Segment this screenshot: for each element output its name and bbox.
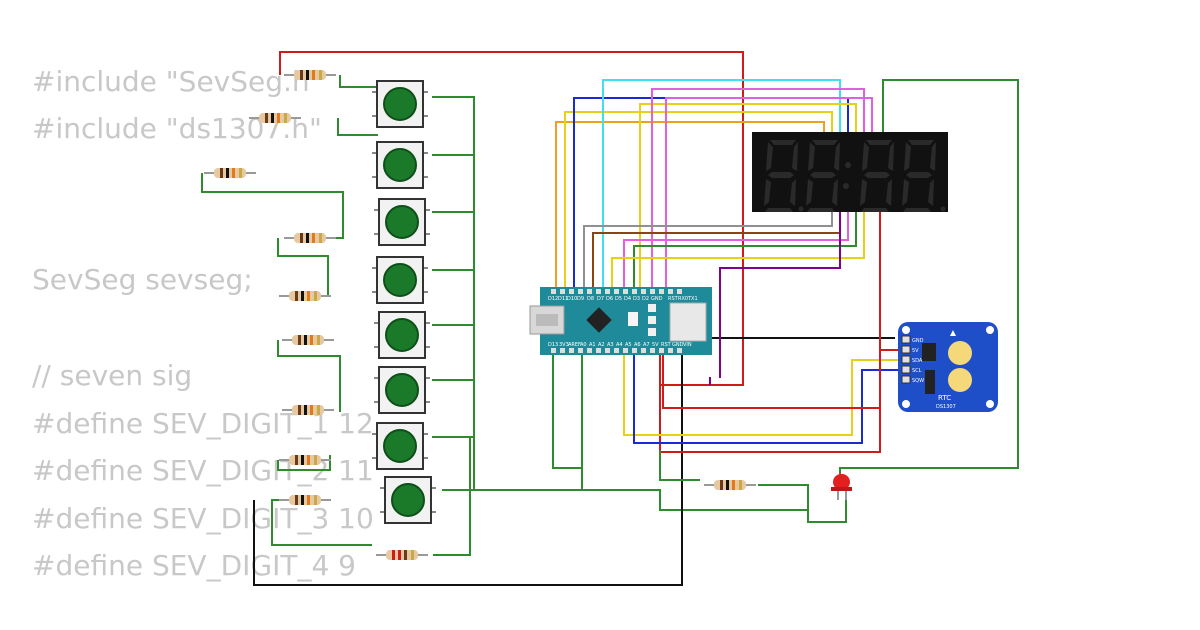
rtc-pin-label: 5V [912, 348, 919, 354]
seven-segment-display [752, 132, 948, 212]
pin-label: D13 [548, 342, 558, 348]
usb-port [536, 314, 558, 326]
led-indicator [648, 304, 656, 312]
led-rim [831, 487, 852, 491]
pin-label: RX0 [678, 296, 688, 302]
top-pin-headers [551, 289, 682, 294]
rtc-pin-label: GND [912, 338, 924, 344]
led-body [833, 474, 850, 490]
pin-label: A5 [625, 342, 632, 348]
push-button[interactable] [373, 311, 431, 359]
top-pin-labels: D12 D11 D10 D9 D8 D7 D6 D5 D4 D3 D2 GND … [548, 296, 698, 302]
pin-label: 5V [652, 342, 659, 348]
arduino-nano: D12 D11 D10 D9 D8 D7 D6 D5 D4 D3 D2 GND … [529, 287, 712, 355]
bottom-pin-headers [551, 348, 682, 353]
pin-label: A7 [643, 342, 650, 348]
push-button[interactable] [379, 476, 437, 524]
decimal-dot [940, 206, 946, 212]
pin-label: D4 [624, 296, 631, 302]
rtc-label: RTC [938, 394, 951, 402]
rtc-pin [901, 335, 911, 344]
push-buttons [371, 80, 437, 524]
push-button[interactable] [373, 366, 431, 414]
pin-label: A4 [616, 342, 623, 348]
decimal-dot [798, 206, 804, 212]
resistor [375, 549, 429, 561]
resistor [281, 404, 335, 416]
push-button[interactable] [371, 422, 429, 470]
rtc-pin-label: SDA [912, 358, 923, 364]
reset-button [628, 312, 638, 326]
pin-label: A0 [580, 342, 587, 348]
pin-label: D9 [577, 296, 584, 302]
mount-hole [902, 400, 910, 408]
logo-icon [950, 330, 956, 336]
pin-label: D10 [567, 296, 577, 302]
resistor [248, 112, 302, 124]
colon-dot [845, 162, 851, 168]
pin-label: A3 [607, 342, 614, 348]
rtc-pin [901, 365, 911, 374]
pin-label: D7 [597, 296, 604, 302]
rtc-chip [922, 343, 936, 361]
rtc-pin [901, 375, 911, 384]
pin-label: A6 [634, 342, 641, 348]
mount-hole [902, 326, 910, 334]
pin-label: RST [668, 296, 679, 302]
code-line: #define SEV_DIGIT_3 10 [32, 502, 374, 535]
pin-label: D6 [606, 296, 613, 302]
icsp-header [669, 302, 707, 342]
rtc-pin [901, 355, 911, 364]
rtc-chip-label: DS1307 [936, 404, 956, 410]
mount-hole [986, 326, 994, 334]
code-line: // seven sig [32, 359, 193, 392]
rtc-pin-label: SQW [912, 378, 924, 384]
pin-label: D5 [615, 296, 622, 302]
push-button[interactable] [371, 80, 429, 128]
pin-label: 3V3 [559, 342, 569, 348]
resistor [281, 334, 335, 346]
led-indicator [648, 316, 656, 324]
resistor [278, 290, 332, 302]
pin-label: GND [651, 296, 663, 302]
pin-label: TX1 [687, 296, 698, 302]
push-button[interactable] [371, 256, 429, 304]
mount-hole [986, 400, 994, 408]
led-indicator [648, 328, 656, 336]
red-led [831, 474, 852, 500]
battery-holder [948, 368, 972, 392]
microcontroller-chip [586, 307, 612, 333]
crystal [925, 370, 935, 394]
resistor [278, 454, 332, 466]
resistor [283, 69, 337, 81]
resistor [283, 232, 337, 244]
pin-label: GND [672, 342, 684, 348]
resistor [278, 494, 332, 506]
battery-holder [948, 341, 972, 365]
pin-label: D8 [587, 296, 594, 302]
rtc-pin [901, 345, 911, 354]
pin-label: D12 [548, 296, 558, 302]
rtc-module: GND 5V SDA SCL SQW RTC DS1307 [898, 322, 998, 412]
resistor [203, 167, 257, 179]
resistor [703, 479, 757, 491]
pin-label: AREF [568, 342, 581, 348]
push-button[interactable] [371, 141, 429, 189]
bottom-pin-labels: D13 3V3 AREF A0 A1 A2 A3 A4 A5 A6 A7 5V … [548, 342, 692, 348]
pin-label: VIN [683, 342, 692, 348]
pin-label: A2 [598, 342, 605, 348]
rtc-pin-label: SCL [912, 368, 922, 374]
colon-dot [843, 183, 849, 189]
pin-label: D3 [633, 296, 640, 302]
pin-label: A1 [589, 342, 596, 348]
pin-label: D11 [558, 296, 568, 302]
pin-label: D2 [642, 296, 649, 302]
code-line: SevSeg sevseg; [32, 263, 253, 296]
pin-label: RST [661, 342, 672, 348]
wires [201, 51, 1019, 586]
code-line: #define SEV_DIGIT_4 9 [32, 549, 356, 582]
push-button[interactable] [373, 198, 431, 246]
